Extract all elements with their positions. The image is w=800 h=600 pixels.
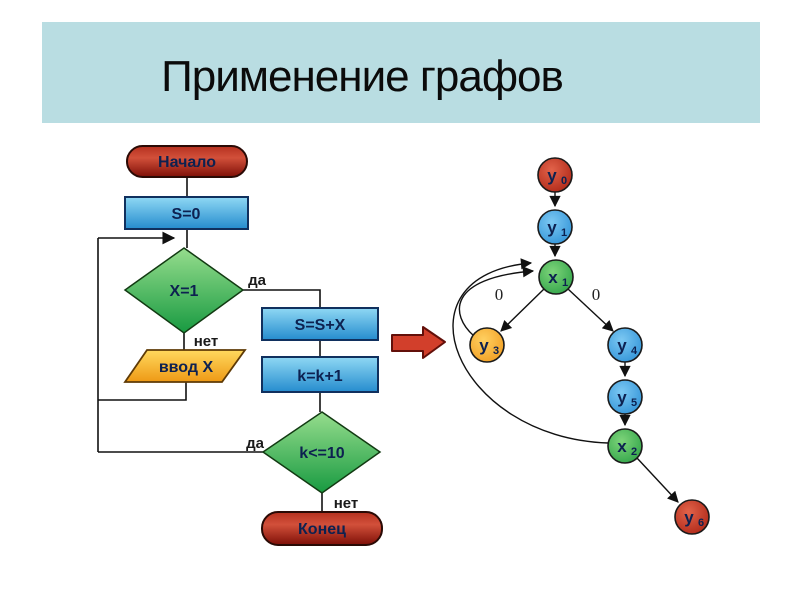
flowchart-inc-label: k=k+1 — [297, 368, 342, 385]
graph-node-labels: y 0 y 1 x 1 y 3 y 4 y 5 x 2 y 6 — [479, 166, 704, 529]
graph-node-y3 — [469, 327, 505, 363]
flowchart-connectors — [97, 177, 323, 512]
flowchart-end-label: Конец — [298, 521, 346, 538]
connector-xyes-branch — [243, 289, 321, 308]
node-sub-y6: 6 — [698, 517, 704, 529]
flowchart-input-parallelogram — [123, 349, 247, 383]
branch-label-x-no: нет — [194, 333, 219, 350]
node-sub-y3: 3 — [493, 345, 499, 357]
flowchart-start-terminator — [126, 145, 248, 178]
slide-title: Применение графов — [161, 51, 564, 101]
graph-node-y1 — [537, 209, 573, 245]
flowchart-input-label: ввод X — [159, 359, 214, 376]
flowchart-decision-k — [261, 411, 382, 494]
flowchart-decision-x — [123, 247, 245, 334]
node-label-x2: x — [617, 437, 627, 456]
node-label-y4: y — [617, 336, 627, 355]
edge-x2-x1-curve — [452, 258, 609, 444]
flowchart-inc-process — [261, 356, 379, 393]
edge-label-x1-y3: 0 — [495, 285, 504, 304]
flowchart-start-label: Начало — [158, 154, 216, 171]
title-banner: Применение графов — [42, 22, 760, 123]
graph-node-y5 — [607, 379, 643, 415]
graph-node-y4 — [607, 327, 643, 363]
branch-label-x-yes: да — [248, 272, 267, 289]
branch-label-k-yes: да — [246, 435, 265, 452]
node-label-y6: y — [684, 508, 694, 527]
graph-node-y0 — [537, 157, 573, 193]
flowchart-init-label: S=0 — [172, 206, 201, 223]
edge-x2-y6 — [636, 457, 679, 503]
flowchart-sum-process — [261, 307, 379, 341]
node-label-y5: y — [617, 388, 627, 407]
edge-y3-x1-curve — [458, 266, 535, 337]
graph-node-x2 — [607, 428, 643, 464]
node-sub-y4: 4 — [631, 345, 638, 357]
branch-label-k-no: нет — [334, 495, 359, 512]
flowchart-end-terminator — [261, 511, 383, 546]
edge-x1-y4 — [567, 288, 614, 332]
node-sub-y5: 5 — [631, 397, 637, 409]
graph-node-y6 — [674, 499, 710, 535]
edge-label-x1-y4: 0 — [592, 285, 601, 304]
flowchart-decision-x-label: X=1 — [170, 283, 199, 300]
node-label-y3: y — [479, 336, 489, 355]
edge-x1-y3 — [500, 288, 545, 332]
graph-edges: 0 0 — [452, 192, 679, 503]
node-sub-y0: 0 — [561, 175, 567, 187]
flowchart-sum-label: S=S+X — [295, 317, 346, 334]
transform-arrow-icon — [391, 326, 446, 359]
connector-input-loop — [98, 382, 187, 401]
node-sub-x2: 2 — [631, 446, 637, 458]
node-label-y0: y — [547, 166, 557, 185]
flowchart: Начало S=0 X=1 ввод X S=S+X k=k+1 k<=10 … — [123, 145, 383, 546]
node-label-x1: x — [548, 268, 558, 287]
graph-node-x1 — [538, 259, 574, 295]
node-label-y1: y — [547, 218, 557, 237]
flowchart-init-process — [124, 196, 249, 230]
node-sub-x1: 1 — [562, 277, 568, 289]
flowchart-decision-k-label: k<=10 — [299, 445, 344, 462]
node-sub-y1: 1 — [561, 227, 567, 239]
graph-nodes — [469, 157, 710, 535]
